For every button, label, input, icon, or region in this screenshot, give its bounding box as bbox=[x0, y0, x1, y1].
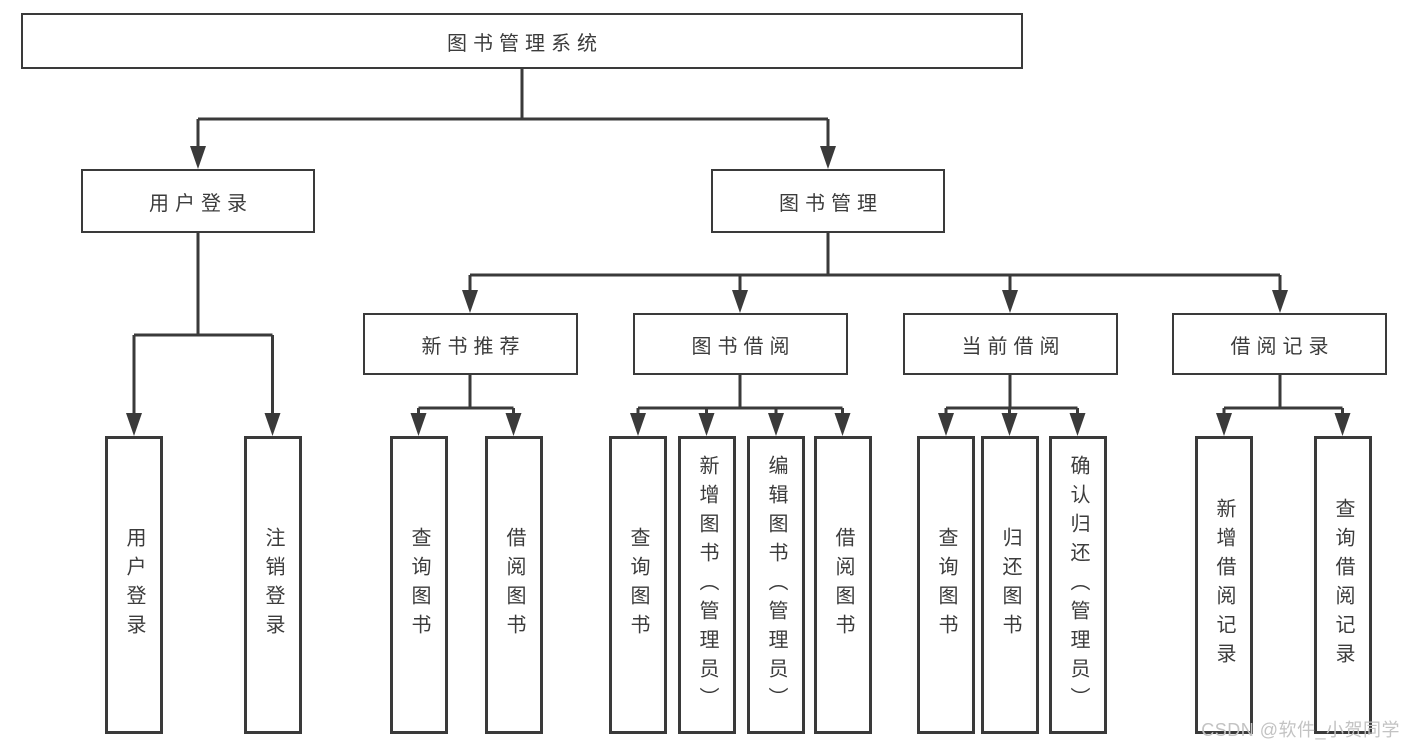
node-borrow-records: 借阅记录 bbox=[1172, 313, 1387, 375]
leaf-user-login-label: 用户登录 bbox=[123, 527, 145, 643]
node-book-management-label: 图书管理 bbox=[779, 192, 883, 215]
arrowhead-icon bbox=[190, 146, 206, 169]
leaf-borrow-query-books-label: 查询图书 bbox=[627, 527, 649, 643]
arrowhead-icon bbox=[630, 413, 646, 436]
node-user-login-label: 用户登录 bbox=[149, 192, 253, 215]
leaf-borrow-add-books-admin-label: 新增图书（管理员） bbox=[696, 454, 718, 716]
csdn-watermark: CSDN @软件_小贺同学 bbox=[1201, 720, 1400, 740]
arrowhead-icon bbox=[1216, 413, 1232, 436]
arrowhead-icon bbox=[1002, 290, 1018, 313]
node-new-book-recommend: 新书推荐 bbox=[363, 313, 578, 375]
connector-group bbox=[938, 375, 1086, 436]
leaf-records-add-borrow-record: 新增借阅记录 bbox=[1195, 436, 1253, 734]
arrowhead-icon bbox=[834, 413, 851, 436]
node-user-login: 用户登录 bbox=[81, 169, 315, 233]
arrowhead-icon bbox=[126, 413, 142, 436]
connector-group bbox=[126, 233, 281, 436]
arrowhead-icon bbox=[264, 413, 281, 436]
arrowhead-icon bbox=[410, 413, 427, 436]
leaf-records-add-borrow-record-label: 新增借阅记录 bbox=[1213, 498, 1235, 672]
arrowhead-icon bbox=[505, 413, 522, 436]
arrowhead-icon bbox=[938, 413, 954, 436]
leaf-borrow-add-books-admin: 新增图书（管理员） bbox=[678, 436, 736, 734]
leaf-user-login: 用户登录 bbox=[105, 436, 163, 734]
leaf-current-query-books-label: 查询图书 bbox=[935, 527, 957, 643]
leaf-borrow-edit-books-admin-label: 编辑图书（管理员） bbox=[765, 454, 787, 716]
node-current-borrowing: 当前借阅 bbox=[903, 313, 1118, 375]
node-library-management-system: 图书管理系统 bbox=[21, 13, 1023, 69]
node-current-borrowing-label: 当前借阅 bbox=[961, 335, 1066, 358]
node-borrow-records-label: 借阅记录 bbox=[1230, 335, 1335, 358]
leaf-current-return-books-label: 归还图书 bbox=[999, 527, 1021, 643]
connector-group bbox=[410, 375, 522, 436]
node-new-book-recommend-label: 新书推荐 bbox=[421, 335, 526, 358]
node-book-borrowing: 图书借阅 bbox=[633, 313, 848, 375]
leaf-newbook-query-books: 查询图书 bbox=[390, 436, 448, 734]
arrowhead-icon bbox=[698, 413, 715, 436]
leaf-borrow-borrow-books-label: 借阅图书 bbox=[832, 527, 854, 643]
connector-group bbox=[190, 69, 836, 169]
connector-group bbox=[630, 375, 851, 436]
arrowhead-icon bbox=[1001, 413, 1018, 436]
leaf-newbook-borrow-books: 借阅图书 bbox=[485, 436, 543, 734]
leaf-current-confirm-return-admin: 确认归还（管理员） bbox=[1049, 436, 1107, 734]
leaf-current-return-books: 归还图书 bbox=[981, 436, 1039, 734]
connector-line bbox=[636, 375, 844, 430]
leaf-logout-login-label: 注销登录 bbox=[262, 527, 284, 643]
leaf-borrow-edit-books-admin: 编辑图书（管理员） bbox=[747, 436, 805, 734]
leaf-logout-login: 注销登录 bbox=[244, 436, 302, 734]
node-library-management-system-label: 图书管理系统 bbox=[447, 32, 603, 55]
arrowhead-icon bbox=[732, 290, 748, 313]
leaf-current-confirm-return-admin-label: 确认归还（管理员） bbox=[1067, 454, 1089, 716]
leaf-borrow-borrow-books: 借阅图书 bbox=[814, 436, 872, 734]
connector-line bbox=[196, 69, 830, 163]
node-book-management: 图书管理 bbox=[711, 169, 945, 233]
arrowhead-icon bbox=[768, 413, 784, 436]
connector-line bbox=[468, 233, 1282, 307]
leaf-borrow-query-books: 查询图书 bbox=[609, 436, 667, 734]
leaf-records-query-borrow-record-label: 查询借阅记录 bbox=[1332, 498, 1354, 672]
connector-group bbox=[462, 233, 1288, 313]
arrowhead-icon bbox=[1334, 413, 1351, 436]
node-book-borrowing-label: 图书借阅 bbox=[691, 335, 796, 358]
connector-group bbox=[1216, 375, 1351, 436]
leaf-newbook-borrow-books-label: 借阅图书 bbox=[503, 527, 525, 643]
leaf-newbook-query-books-label: 查询图书 bbox=[408, 527, 430, 643]
leaf-records-query-borrow-record: 查询借阅记录 bbox=[1314, 436, 1372, 734]
arrowhead-icon bbox=[1272, 290, 1288, 313]
connector-line bbox=[417, 375, 515, 430]
arrowhead-icon bbox=[820, 146, 836, 169]
leaf-current-query-books: 查询图书 bbox=[917, 436, 975, 734]
arrowhead-icon bbox=[462, 290, 478, 313]
connector-line bbox=[1222, 375, 1344, 430]
connector-line bbox=[132, 233, 274, 430]
arrowhead-icon bbox=[1069, 413, 1086, 436]
